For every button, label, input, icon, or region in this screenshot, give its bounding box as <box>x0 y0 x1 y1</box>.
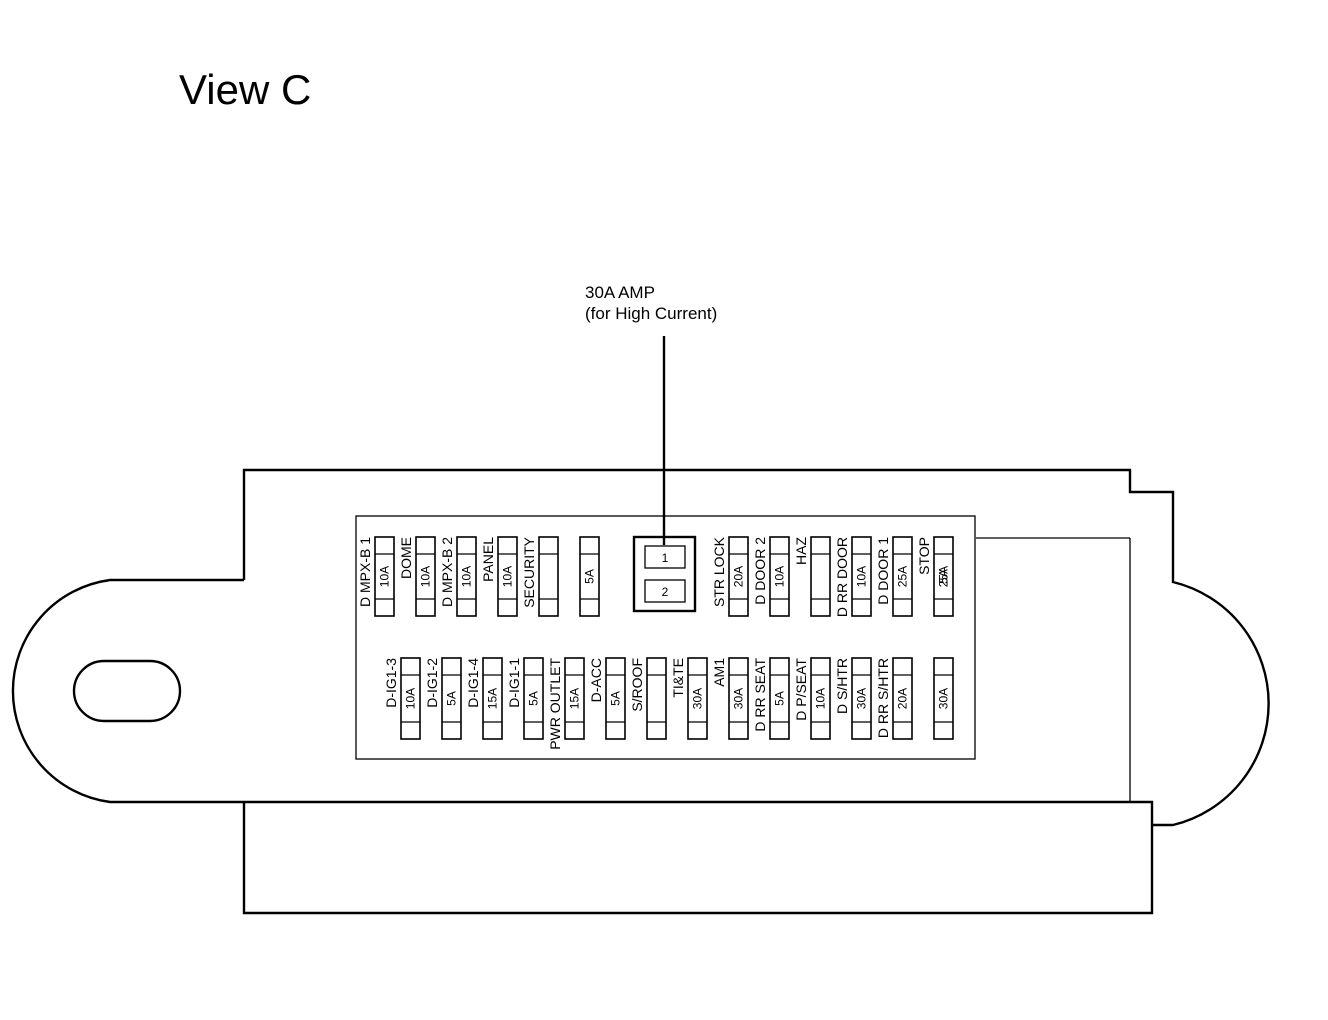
relay-slot-1 <box>644 545 686 569</box>
fuse-slot-bottom-1 <box>400 657 421 740</box>
fuse-name-bottom-13: D RR S/HTR <box>875 658 891 738</box>
fuse-slot-top-2 <box>415 536 436 617</box>
fuse-rating-bottom-2: 5A <box>445 691 459 706</box>
callout-label-line1: 30A AMP <box>585 283 655 302</box>
fuse-name-bottom-5: PWR OUTLET <box>547 658 563 750</box>
fuse-rating-top-7: 20A <box>732 566 746 587</box>
fuse-rating-top-13: 5A <box>937 569 951 584</box>
fuse-rating-top-3: 10A <box>460 566 474 587</box>
relay-slot-2 <box>644 579 686 603</box>
fuse-slot-bottom-6 <box>605 657 626 740</box>
fuse-slot-top-7 <box>728 536 749 617</box>
fuse-name-bottom-3: D-IG1-4 <box>465 658 481 708</box>
fuse-name-bottom-4: D-IG1-1 <box>506 658 522 708</box>
fuse-name-top-7: STR LOCK <box>711 536 727 607</box>
fuse-rating-top-6: 5A <box>583 569 597 584</box>
fuse-slot-bottom-10 <box>769 657 790 740</box>
fuse-slot-top-4 <box>497 536 518 617</box>
fuse-slot-bottom-13 <box>892 657 913 740</box>
fuse-rating-top-10: 10A <box>855 566 869 587</box>
fuse-name-bottom-10: D RR SEAT <box>752 658 768 732</box>
fuse-slot-top-10 <box>851 536 872 617</box>
fuse-slot-top-9 <box>810 536 831 617</box>
fuse-slot-bottom-12 <box>851 657 872 740</box>
fuse-rating-top-8: 10A <box>773 566 787 587</box>
fuse-panel <box>355 515 976 760</box>
fuse-name-bottom-6: D-ACC <box>588 658 604 702</box>
fuse-rating-bottom-1: 10A <box>404 688 418 709</box>
fuse-name-bottom-1: D-IG1-3 <box>383 658 399 708</box>
fuse-slot-bottom-8 <box>687 657 708 740</box>
callout-label-line2: (for High Current) <box>585 304 717 323</box>
fuse-name-top-9: HAZ <box>793 537 809 565</box>
fuse-box-housing <box>11 468 1270 915</box>
fuse-slot-bottom-11 <box>810 657 831 740</box>
fuse-slot-top-6 <box>579 536 600 617</box>
fuse-rating-bottom-6: 5A <box>609 691 623 706</box>
fuse-rating-top-2: 10A <box>419 566 433 587</box>
fuse-name-bottom-7: S/ROOF <box>629 658 645 712</box>
fuse-rating-top-4: 10A <box>501 566 515 587</box>
fuse-name-bottom-11: D P/SEAT <box>793 658 809 721</box>
fuse-rating-bottom-10: 5A <box>773 691 787 706</box>
fuse-name-top-11: D DOOR 1 <box>875 537 891 605</box>
fuse-slot-bottom-5 <box>564 657 585 740</box>
fuse-rating-bottom-12: 30A <box>855 688 869 709</box>
relay-slot-1-label: 1 <box>662 551 669 565</box>
fuse-rating-top-12: 25A <box>937 566 951 587</box>
fuse-rating-bottom-13: 20A <box>896 688 910 709</box>
fuse-name-bottom-2: D-IG1-2 <box>424 658 440 708</box>
relay-block <box>632 535 697 613</box>
fuse-slot-bottom-7 <box>646 657 667 740</box>
fuse-rating-top-1: 10A <box>378 566 392 587</box>
fuse-rating-bottom-5: 15A <box>568 688 582 709</box>
fuse-name-top-12: STOP <box>916 537 932 575</box>
fuse-name-bottom-12: D S/HTR <box>834 658 850 714</box>
fuse-rating-top-11: 25A <box>896 566 910 587</box>
fuse-name-top-1: D MPX-B 1 <box>357 537 373 607</box>
fuse-slot-bottom-14 <box>933 657 954 740</box>
fuse-slot-top-5 <box>538 536 559 617</box>
fuse-name-bottom-8: TI&TE <box>670 658 686 698</box>
fuse-name-top-3: D MPX-B 2 <box>439 537 455 607</box>
fuse-rating-bottom-14: 30A <box>937 688 951 709</box>
fuse-slot-bottom-3 <box>482 657 503 740</box>
fuse-rating-bottom-11: 10A <box>814 688 828 709</box>
fuse-rating-bottom-9: 30A <box>732 688 746 709</box>
fuse-rating-bottom-3: 15A <box>486 688 500 709</box>
fuse-name-bottom-9: AM1 <box>711 658 727 687</box>
fuse-layer: 10A D MPX-B 1 10A DOME 10A D MPX-B 2 10A PANEL S… <box>357 536 954 750</box>
fuse-slot-top-8 <box>769 536 790 617</box>
relay-slot-2-label: 2 <box>662 585 669 599</box>
mounting-slot <box>72 659 182 723</box>
fuse-slot-top-1 <box>374 536 395 617</box>
fuse-name-top-2: DOME <box>398 537 414 579</box>
fuse-name-top-8: D DOOR 2 <box>752 537 768 605</box>
fuse-name-top-4: PANEL <box>480 537 496 582</box>
fuse-name-top-10: D RR DOOR <box>834 537 850 617</box>
fuse-slot-top-12 <box>933 536 954 617</box>
view-title: View C <box>179 66 311 113</box>
fuse-name-top-5: SECURITY <box>521 536 537 607</box>
fuse-rating-bottom-4: 5A <box>527 691 541 706</box>
fuse-slot-bottom-2 <box>441 657 462 740</box>
fuse-slot-bottom-9 <box>728 657 749 740</box>
fuse-slot-bottom-4 <box>523 657 544 740</box>
fuse-slot-top-11 <box>892 536 913 617</box>
fuse-rating-bottom-8: 30A <box>691 688 705 709</box>
fuse-slot-top-3 <box>456 536 477 617</box>
